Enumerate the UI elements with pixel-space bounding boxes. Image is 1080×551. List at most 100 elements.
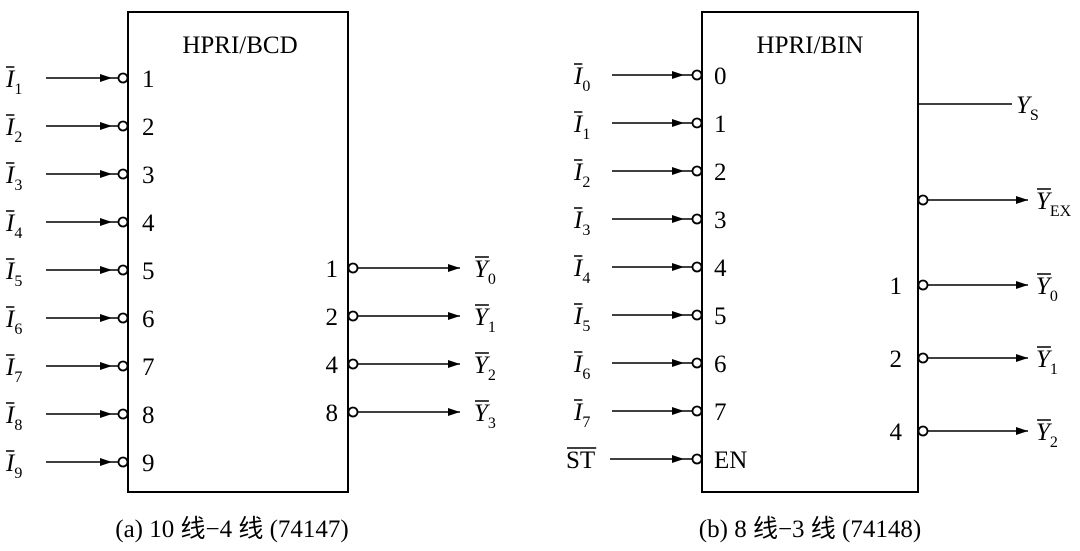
b-input-label-3-subscript: 3 xyxy=(582,222,590,239)
svg-text:I9: I9 xyxy=(5,450,22,482)
inversion-bubble xyxy=(117,456,129,468)
svg-text:I4: I4 xyxy=(5,210,22,242)
inversion-bubble xyxy=(917,279,929,291)
a-output-label-2: Y2 xyxy=(474,352,496,384)
a-output-2: 4 Y2 xyxy=(326,352,496,384)
b-input-label-0-symbol: I xyxy=(573,63,584,90)
a-pin-label: 8 xyxy=(142,402,155,429)
svg-text:I5: I5 xyxy=(573,303,590,335)
b-pin-label: 5 xyxy=(714,303,727,330)
b-input-label-6-symbol: I xyxy=(573,351,584,378)
a-input-label-1: I1 xyxy=(5,66,22,98)
a-input-label-7-symbol: I xyxy=(5,354,16,381)
a-output-3: 8 Y3 xyxy=(326,400,496,432)
a-input-label-5-symbol: I xyxy=(5,258,16,285)
svg-text:I1: I1 xyxy=(573,111,590,143)
b-input-label-5-subscript: 5 xyxy=(582,318,590,335)
a-output-pin: 2 xyxy=(326,304,339,331)
b-pin-label: 0 xyxy=(714,63,727,90)
a-output-0: 1 Y0 xyxy=(326,256,496,288)
a-input-label-8: I8 xyxy=(5,402,22,434)
b-output-pin: 4 xyxy=(890,419,903,446)
b-pin-label: EN xyxy=(714,447,747,474)
a-output-label-1-subscript: 1 xyxy=(488,319,496,336)
a-output-label-0: Y0 xyxy=(474,256,496,288)
b-input-label-6-subscript: 6 xyxy=(582,366,590,383)
inversion-bubble xyxy=(691,357,703,369)
a-input-label-2: I2 xyxy=(5,114,22,146)
a-input-label-2-subscript: 2 xyxy=(14,129,22,146)
b-output-label-2-symbol: Y xyxy=(1036,419,1053,446)
a-input-label-9: I9 xyxy=(5,450,22,482)
b-pin-label: 7 xyxy=(714,399,727,426)
inversion-bubble xyxy=(691,261,703,273)
caption-b: (b) 8 线−3 线 (74148) xyxy=(699,515,921,543)
b-input-label-4: I4 xyxy=(573,255,590,287)
block-b-title: HPRI/BIN xyxy=(757,32,864,59)
b-pin-label: 2 xyxy=(714,159,727,186)
b-input-label-7: I7 xyxy=(573,399,590,431)
svg-text:I6: I6 xyxy=(573,351,590,383)
b-input-label-1-symbol: I xyxy=(573,111,584,138)
inversion-bubble xyxy=(691,165,703,177)
caption-a: (a) 10 线−4 线 (74147) xyxy=(115,515,349,543)
a-pin-label: 7 xyxy=(142,354,155,381)
svg-text:Y1: Y1 xyxy=(1036,346,1058,378)
a-output-pin: 8 xyxy=(326,400,339,427)
a-output-pin: 4 xyxy=(326,352,339,379)
b-input-label-7-subscript: 7 xyxy=(582,414,590,431)
svg-text:I2: I2 xyxy=(5,114,22,146)
yex-label-symbol: Y xyxy=(1036,188,1053,215)
ys-subscript: S xyxy=(1030,107,1039,124)
inversion-bubble xyxy=(117,216,129,228)
b-output-ys: YS xyxy=(918,92,1039,124)
a-output-label-0-subscript: 0 xyxy=(488,271,496,288)
a-input-label-9-symbol: I xyxy=(5,450,16,477)
b-pin-label: 1 xyxy=(714,111,727,138)
b-input-ST: ST EN xyxy=(566,447,747,474)
inversion-bubble xyxy=(347,406,359,418)
svg-text:Y3: Y3 xyxy=(474,400,496,432)
b-pin-label: 3 xyxy=(714,207,727,234)
inversion-bubble xyxy=(691,117,703,129)
a-output-label-0-symbol: Y xyxy=(474,256,491,283)
ys-symbol: Y xyxy=(1016,92,1033,119)
a-output-pin: 1 xyxy=(326,256,339,283)
b-input-label-5-symbol: I xyxy=(573,303,584,330)
yex-label: YEX xyxy=(1036,188,1072,220)
inversion-bubble xyxy=(117,264,129,276)
a-input-label-2-symbol: I xyxy=(5,114,16,141)
b-input-label-2-subscript: 2 xyxy=(582,174,590,191)
svg-text:ST: ST xyxy=(566,447,595,474)
a-pin-label: 5 xyxy=(142,258,155,285)
inversion-bubble xyxy=(117,312,129,324)
b-output-label-1: Y1 xyxy=(1036,346,1058,378)
svg-text:Y0: Y0 xyxy=(474,256,496,288)
inversion-bubble xyxy=(347,262,359,274)
b-output-label-2: Y2 xyxy=(1036,419,1058,451)
inversion-bubble xyxy=(691,405,703,417)
b-input-1: I1 1 xyxy=(573,111,727,143)
inversion-bubble xyxy=(117,168,129,180)
a-pin-label: 3 xyxy=(142,162,155,189)
a-input-label-4: I4 xyxy=(5,210,22,242)
b-input-label-7-symbol: I xyxy=(573,399,584,426)
b-pin-label: 4 xyxy=(714,255,727,282)
a-output-label-2-symbol: Y xyxy=(474,352,491,379)
b-output-pin: 1 xyxy=(890,273,903,300)
